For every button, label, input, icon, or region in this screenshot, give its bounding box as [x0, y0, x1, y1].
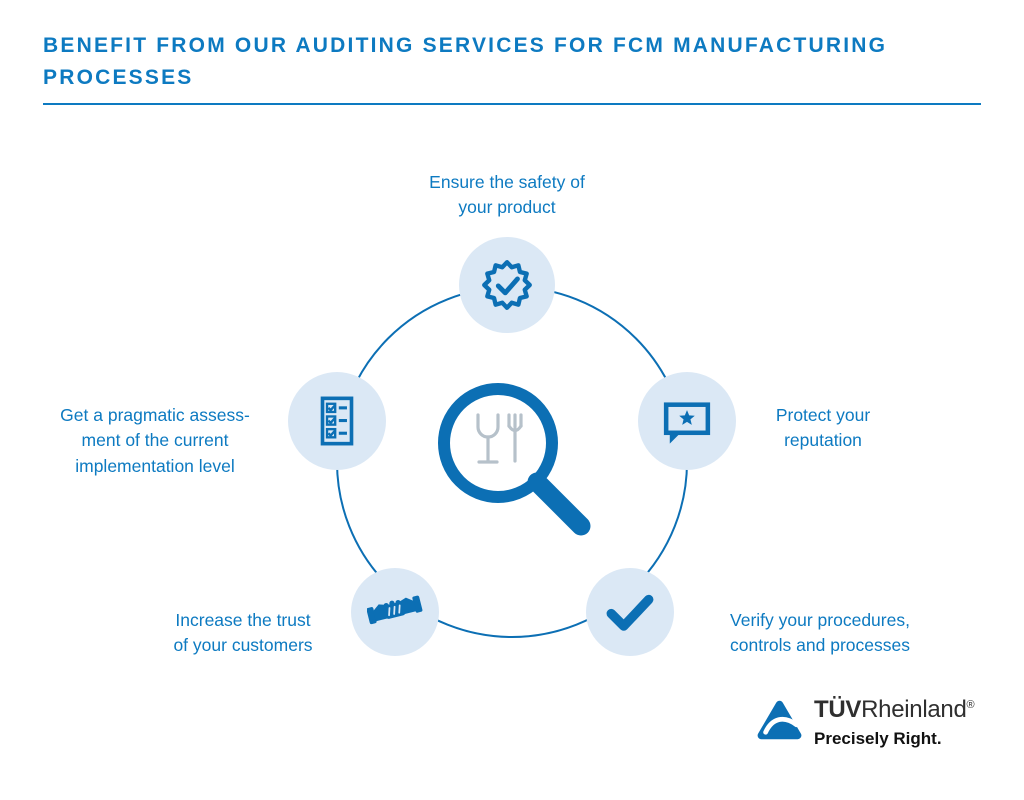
handshake-icon: [367, 595, 423, 625]
checkmark-icon: [606, 594, 654, 631]
registered-mark: ®: [966, 699, 975, 711]
logo-text-block: TÜVRheinland® Precisely Right.: [814, 696, 975, 749]
page-title: BENEFIT FROM OUR AUDITING SERVICES FOR F…: [43, 34, 888, 89]
badge-check-icon: [482, 260, 532, 310]
brand-rheinland: Rheinland: [861, 696, 967, 723]
node-verify-procedures: [586, 568, 674, 656]
tuv-triangle-logo-icon: [757, 700, 802, 740]
label-ensure-safety: Ensure the safety of your product: [429, 172, 585, 218]
node-increase-trust: [351, 568, 439, 656]
checklist-icon: [320, 396, 354, 446]
label-verify-procedures: Verify your procedures, controls and pro…: [730, 610, 910, 656]
title-divider: [43, 103, 981, 105]
brand-tuv: TÜV: [814, 696, 862, 723]
node-pragmatic-assessment: [288, 372, 386, 470]
label-protect-reputation: Protect your reputation: [775, 405, 871, 451]
magnifier-glass-fork-icon: [438, 383, 591, 536]
node-ensure-safety: [459, 237, 555, 333]
tuv-rheinland-logo: TÜVRheinland® Precisely Right.: [756, 696, 975, 749]
board-star-icon: [663, 402, 711, 444]
brand-name: TÜVRheinland®: [814, 696, 975, 724]
brand-tagline: Precisely Right.: [814, 729, 942, 748]
label-pragmatic-assessment: Get a pragmatic assess- ment of the curr…: [60, 405, 250, 476]
node-protect-reputation: [638, 372, 736, 470]
label-increase-trust: Increase the trust of your customers: [173, 610, 313, 656]
